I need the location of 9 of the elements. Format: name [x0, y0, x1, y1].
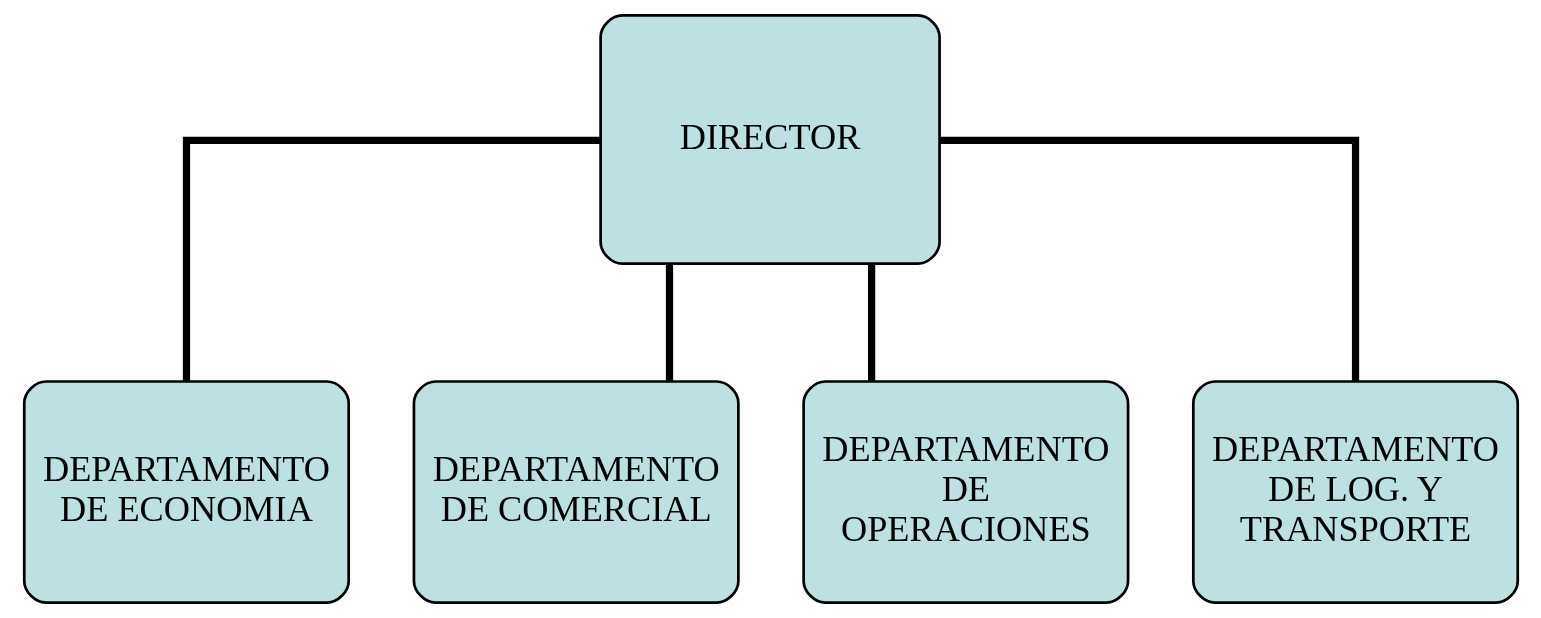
connector: [939, 136, 1359, 382]
node-box: DEPARTAMENTO DE LOG. Y TRANSPORTE: [1191, 380, 1519, 604]
node-box: DEPARTAMENTO DE COMERCIAL: [412, 380, 740, 604]
connector: [665, 263, 673, 382]
node-box: DIRECTOR: [598, 14, 941, 266]
node-box: DEPARTAMENTO DE ECONOMIA: [22, 380, 350, 604]
node-box: DEPARTAMENTO DE OPERACIONES: [801, 380, 1129, 604]
connector: [867, 263, 875, 382]
connector: [182, 136, 600, 382]
